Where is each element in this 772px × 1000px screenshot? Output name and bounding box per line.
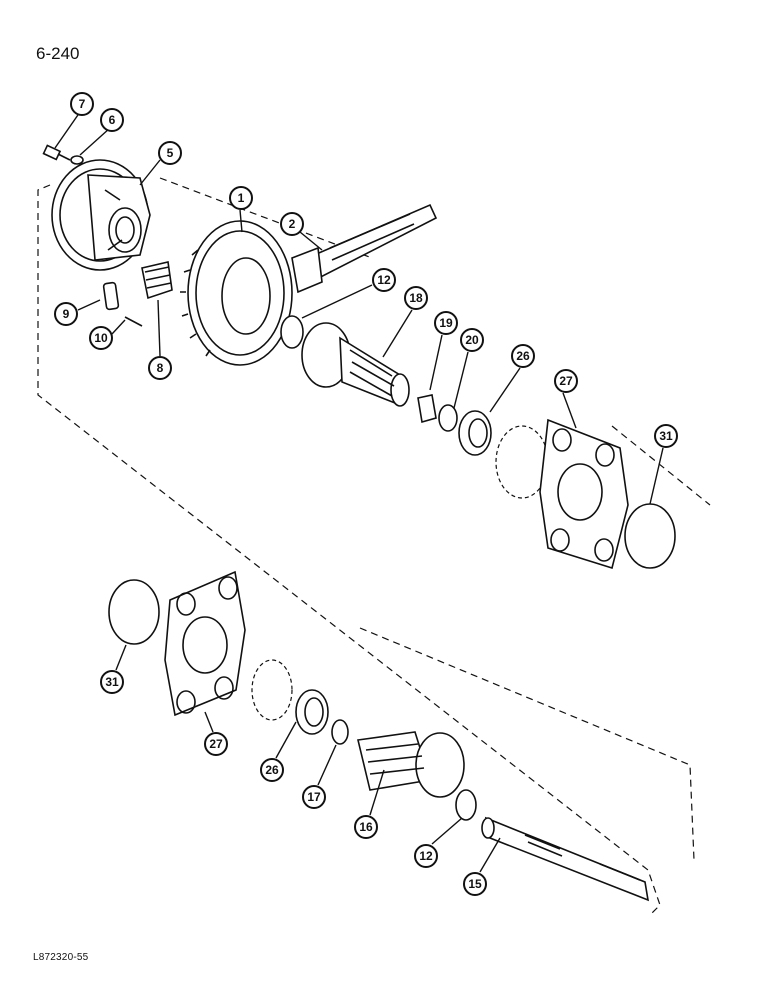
thrust-washer-lower — [455, 789, 477, 821]
o-ring-upper — [624, 503, 676, 569]
svg-text:26: 26 — [516, 349, 530, 363]
svg-text:9: 9 — [63, 307, 70, 321]
thrust-washer-upper — [280, 315, 304, 349]
callout-16: 16 — [354, 815, 378, 839]
callout-12-lower: 12 — [414, 844, 438, 868]
plate-upper — [539, 418, 629, 570]
o-ring-lower — [108, 579, 160, 645]
pinion-gear — [141, 261, 173, 300]
svg-text:20: 20 — [465, 333, 479, 347]
svg-text:19: 19 — [439, 316, 453, 330]
figure-code: L872320-55 — [33, 952, 89, 963]
callout-12-upper: 12 — [372, 268, 396, 292]
svg-text:17: 17 — [307, 790, 321, 804]
callout-8: 8 — [148, 356, 172, 380]
hub-gear-upper — [301, 322, 410, 407]
callout-20: 20 — [460, 328, 484, 352]
output-shaft — [481, 816, 650, 902]
callout-27-upper: 27 — [554, 369, 578, 393]
callout-18: 18 — [404, 286, 428, 310]
bearing-lower — [251, 659, 329, 735]
bearing-upper — [458, 410, 549, 499]
assembly-boundary-top — [159, 177, 711, 861]
hub-gear-lower — [357, 731, 465, 798]
svg-text:1: 1 — [238, 191, 245, 205]
callout-31-lower: 31 — [100, 670, 124, 694]
differential-case — [51, 159, 151, 271]
assembly-boundary — [37, 184, 661, 916]
callout-27-lower: 27 — [204, 732, 228, 756]
pinion-shaft — [291, 203, 438, 294]
callout-26-upper: 26 — [511, 344, 535, 368]
callout-31-upper: 31 — [654, 424, 678, 448]
callout-6: 6 — [100, 108, 124, 132]
svg-text:27: 27 — [209, 737, 223, 751]
callout-19: 19 — [434, 311, 458, 335]
svg-text:8: 8 — [157, 361, 164, 375]
svg-text:2: 2 — [289, 217, 296, 231]
svg-text:27: 27 — [559, 374, 573, 388]
svg-text:6: 6 — [109, 113, 116, 127]
svg-text:5: 5 — [167, 146, 174, 160]
callout-1: 1 — [229, 186, 253, 210]
svg-text:31: 31 — [659, 429, 673, 443]
svg-text:18: 18 — [409, 291, 423, 305]
plate-lower — [164, 570, 246, 717]
svg-text:31: 31 — [105, 675, 119, 689]
svg-text:16: 16 — [359, 820, 373, 834]
pin-and-roll-pin — [102, 281, 143, 327]
seal-ring — [438, 404, 458, 432]
svg-text:10: 10 — [94, 331, 108, 345]
leader-lines — [54, 111, 664, 873]
callout-26-lower: 26 — [260, 758, 284, 782]
svg-text:26: 26 — [265, 763, 279, 777]
bushing — [417, 394, 437, 424]
svg-text:7: 7 — [79, 97, 86, 111]
callout-2: 2 — [280, 212, 304, 236]
callout-9: 9 — [54, 302, 78, 326]
callout-15: 15 — [463, 872, 487, 896]
snap-ring — [331, 719, 349, 745]
svg-text:12: 12 — [377, 273, 391, 287]
bolt-and-washer — [42, 144, 84, 165]
callout-10: 10 — [89, 326, 113, 350]
callout-7: 7 — [70, 92, 94, 116]
ring-gear — [180, 220, 293, 366]
callout-17: 17 — [302, 785, 326, 809]
svg-text:15: 15 — [468, 877, 482, 891]
callout-5: 5 — [158, 141, 182, 165]
svg-text:12: 12 — [419, 849, 433, 863]
page-number: 6-240 — [36, 44, 80, 63]
